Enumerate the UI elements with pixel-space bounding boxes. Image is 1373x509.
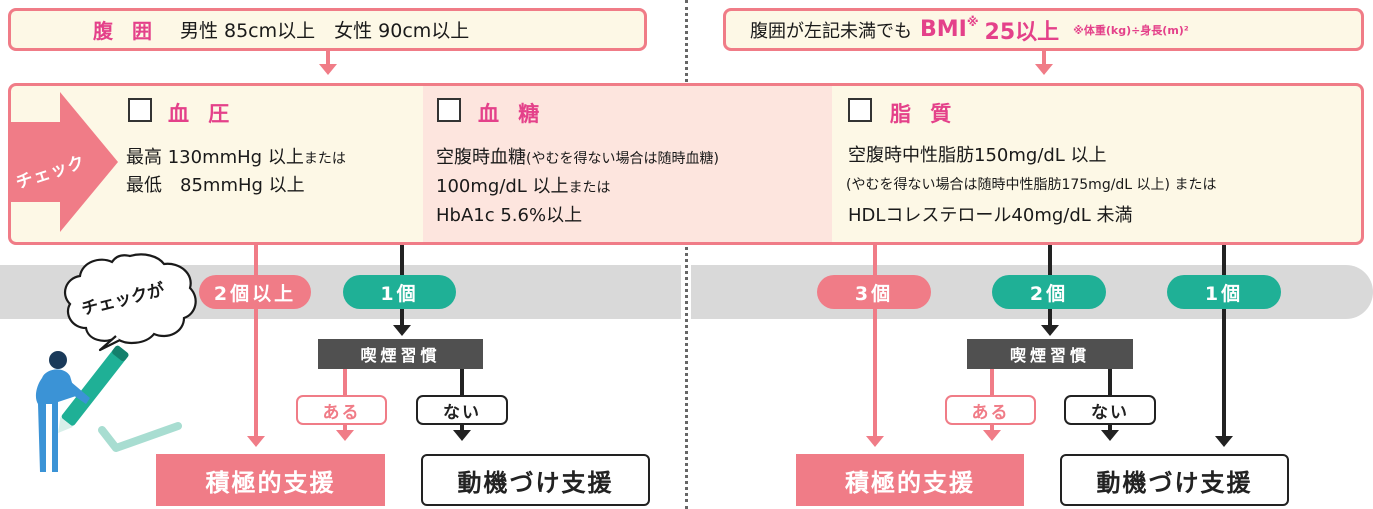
bmi-note: ※体重(kg)÷身長(m)² [1073, 23, 1189, 37]
right-two-arrowhead [1041, 325, 1059, 336]
blood-pressure-or: または [303, 151, 346, 167]
left-smoking-box: 喫煙習慣 [318, 339, 483, 369]
bmi-header: 腹囲が左記未満でも BMI ※ 25以上 ※体重(kg)÷身長(m)² [723, 8, 1364, 51]
left-no-tag: ない [416, 395, 508, 425]
lipid-line3: HDLコレステロール40mg/dL 未満 [848, 205, 1133, 226]
right-active-support-result: 積極的支援 [796, 454, 1024, 506]
waist-title: 腹 囲 [93, 19, 158, 43]
bmi-down-arrow-head [1035, 64, 1053, 75]
left-active-arrowhead [247, 436, 265, 447]
right-motivation-support-result: 動機づけ支援 [1060, 454, 1289, 506]
blood-sugar-note: (やむを得ない場合は随時血糖) [526, 151, 719, 167]
person-with-pen-illustration [35, 345, 182, 472]
blood-sugar-checkbox[interactable] [437, 98, 461, 122]
check-panel [8, 83, 1364, 245]
left-one-arrowhead [393, 325, 411, 336]
blood-sugar-line3: HbA1c 5.6%以上 [436, 205, 583, 226]
right-no-arrowhead [1101, 430, 1119, 441]
left-active-support-result: 積極的支援 [156, 454, 385, 506]
left-active-line [254, 245, 258, 437]
left-no-arrowhead [453, 430, 471, 441]
center-divider [685, 0, 688, 509]
bmi-prefix: 腹囲が左記未満でも [750, 20, 912, 42]
blood-sugar-fasting: 空腹時血糖 [436, 147, 526, 168]
left-yes-tag: ある [296, 395, 387, 425]
left-yes-arrowhead [336, 430, 354, 441]
waist-criteria: 男性 85cm以上 女性 90cm以上 [179, 20, 470, 42]
right-count-one-pill: 1個 [1167, 275, 1281, 309]
bmi-value: 25以上 [984, 19, 1060, 45]
blood-sugar-or: または [568, 180, 611, 196]
right-active-arrowhead [866, 436, 884, 447]
bmi-mark: ※ [966, 14, 979, 29]
right-smoking-box: 喫煙習慣 [967, 339, 1133, 369]
lipid-line1: 空腹時中性脂肪150mg/dL 以上 [848, 145, 1107, 166]
right-one-arrowhead [1215, 436, 1233, 447]
blood-pressure-checkbox[interactable] [128, 98, 152, 122]
right-count-two-pill: 2個 [992, 275, 1106, 309]
blood-pressure-line2: 最低 85mmHg 以上 [126, 175, 305, 196]
count-two-or-more-pill: 2個以上 [199, 275, 311, 309]
lipid-title: 脂 質 [890, 102, 958, 126]
count-three-pill: 3個 [817, 275, 931, 309]
blood-sugar-line2: 100mg/dL 以上または [436, 174, 611, 201]
waist-down-arrow-line [326, 51, 330, 65]
right-yes-arrowhead [983, 430, 1001, 441]
left-count-one-pill: 1個 [343, 275, 456, 309]
blood-sugar-title: 血 糖 [478, 102, 546, 126]
right-one-line [1222, 245, 1226, 437]
check-arrow [10, 92, 118, 232]
lipid-line2: (やむを得ない場合は随時中性脂肪175mg/dL 以上) または [846, 177, 1217, 193]
blood-sugar-line1: 空腹時血糖(やむを得ない場合は随時血糖) [436, 145, 719, 172]
blood-pressure-line1: 最高 130mmHg 以上または [126, 145, 346, 172]
blood-sugar-value: 100mg/dL 以上 [436, 176, 569, 197]
waist-down-arrow-head [319, 64, 337, 75]
right-active-line [873, 245, 877, 437]
left-motivation-support-result: 動機づけ支援 [421, 454, 650, 506]
speech-bubble [63, 253, 197, 352]
lipid-checkbox[interactable] [848, 98, 872, 122]
bmi-label: BMI [920, 17, 967, 42]
bmi-down-arrow-line [1042, 51, 1046, 65]
waist-header: 腹 囲 男性 85cm以上 女性 90cm以上 [8, 8, 647, 51]
blood-pressure-title: 血 圧 [168, 102, 236, 126]
blood-pressure-high: 最高 130mmHg 以上 [126, 147, 304, 168]
right-no-tag: ない [1064, 395, 1156, 425]
blood-sugar-bg [423, 86, 832, 242]
right-yes-tag: ある [945, 395, 1036, 425]
